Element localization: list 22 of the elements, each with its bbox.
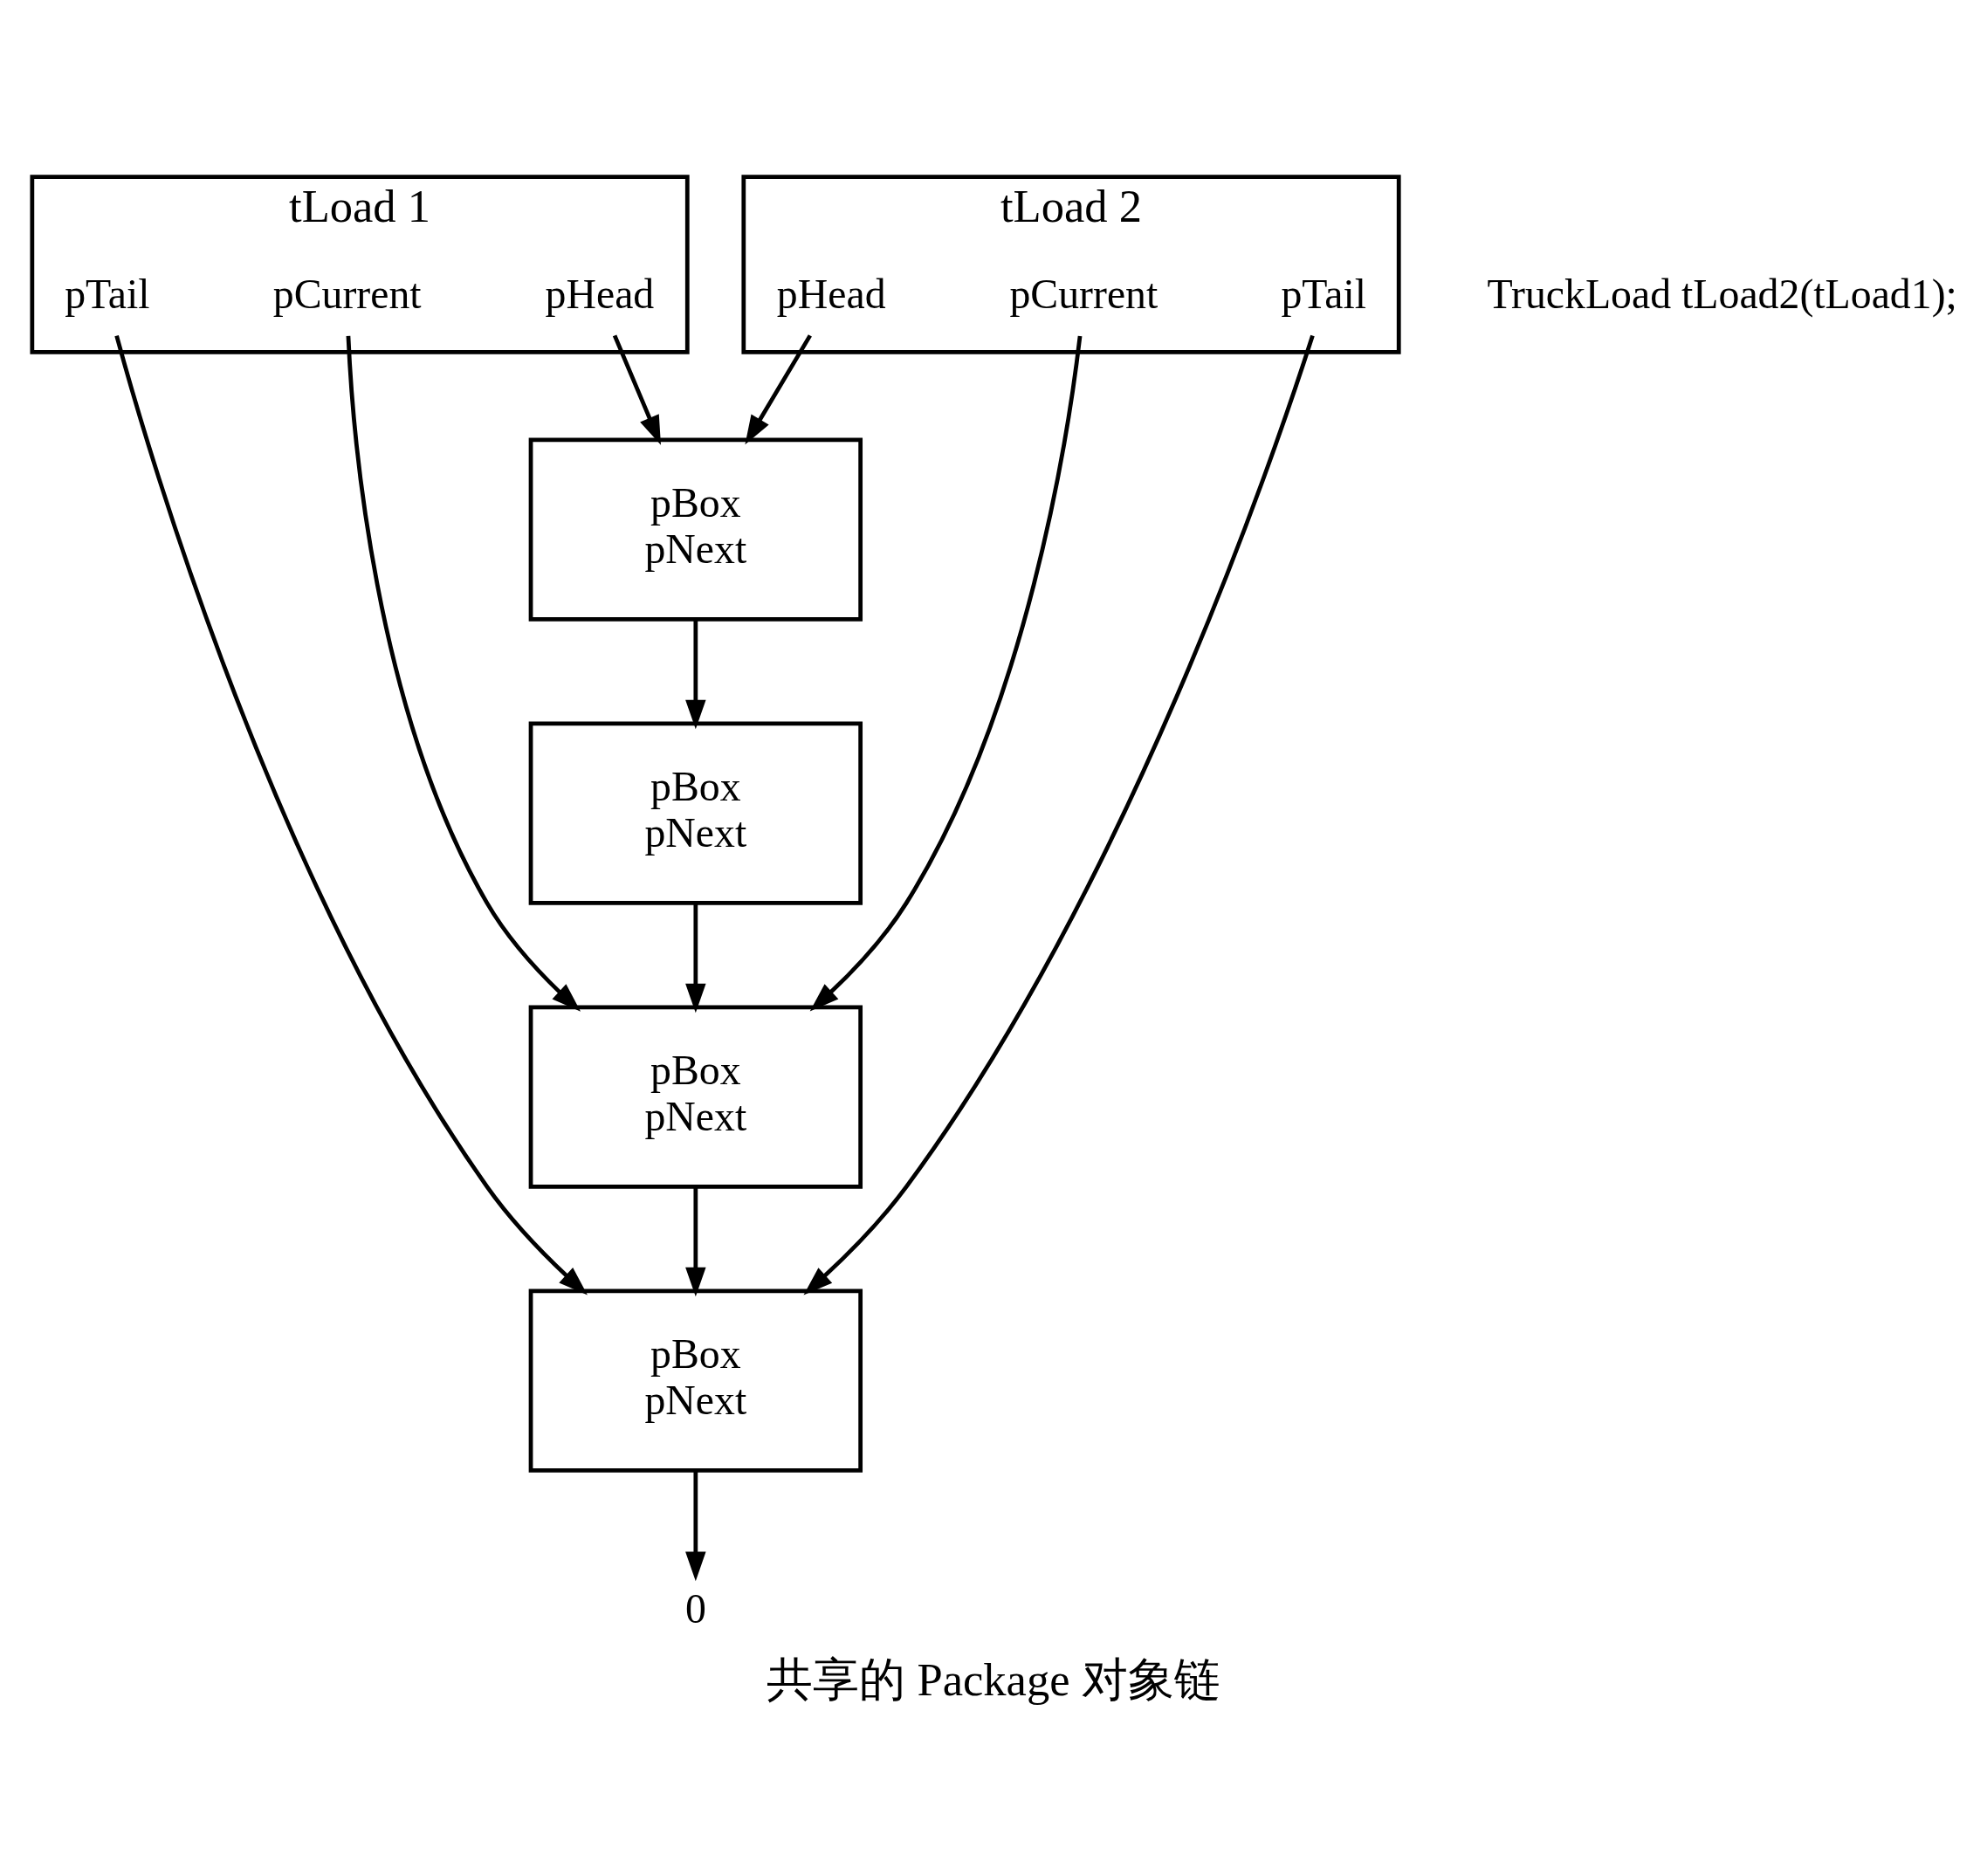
- node-box: pBox pNext: [528, 436, 863, 622]
- node-text: pCurrent: [1009, 270, 1159, 317]
- arrow: [685, 618, 706, 729]
- node-text: pTail: [65, 270, 150, 317]
- node-text: pHead: [545, 270, 655, 317]
- arrow: [685, 902, 706, 1013]
- node-text: 0: [684, 1584, 706, 1632]
- node-text: pTail: [1281, 270, 1366, 317]
- node-text: pHead: [776, 270, 886, 317]
- arrow: [685, 1470, 706, 1581]
- arrow: [114, 334, 588, 1295]
- caption: 共享的 Package 对象链: [767, 1653, 1220, 1705]
- label: TruckLoad tLoad2(tLoad1);: [1487, 270, 1957, 317]
- arrow: [803, 334, 1315, 1295]
- arrow: [809, 335, 1083, 1011]
- node-text: pCurrent: [272, 270, 422, 317]
- arrow: [685, 1185, 706, 1296]
- node-box: pBox pNext: [528, 1288, 863, 1473]
- arrow: [745, 333, 812, 444]
- node-box: pBox pNext: [528, 720, 863, 905]
- node-box: pBox pNext: [528, 1004, 863, 1189]
- arrow: [612, 333, 661, 445]
